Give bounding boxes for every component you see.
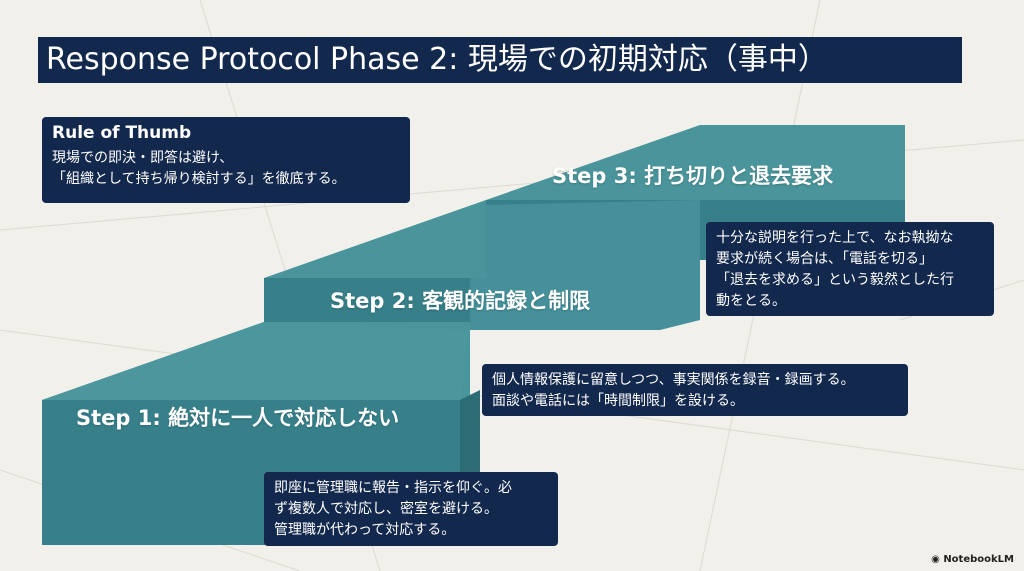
notebooklm-logo: ◉ NotebookLM [931, 554, 1014, 565]
step1-top-front [42, 322, 470, 400]
page-title: Response Protocol Phase 2: 現場での初期対応（事中） [38, 37, 962, 83]
desc-line: 「退去を求める」という毅然とした行 [716, 272, 954, 288]
step2-description: 個人情報保護に留意しつつ、事実関係を録音・録画する。 面談や電話には「時間制限」… [482, 364, 908, 416]
rule-line: 現場での即決・即答は避け、 [52, 150, 234, 166]
rule-heading: Rule of Thumb [52, 123, 192, 143]
rule-of-thumb-box: Rule of Thumb 現場での即決・即答は避け、 「組織として持ち帰り検討… [42, 117, 410, 203]
desc-line: ず複数人で対応し、密室を避ける。 [274, 501, 498, 517]
brand-text: NotebookLM [943, 554, 1014, 565]
step3-label: Step 3: 打ち切りと退去要求 [552, 164, 834, 188]
rule-line: 「組織として持ち帰り検討する」を徹底する。 [52, 171, 346, 187]
desc-line: 個人情報保護に留意しつつ、事実関係を録音・録画する。 [492, 372, 855, 388]
step2-label: Step 2: 客観的記録と制限 [330, 289, 591, 313]
step3-top [486, 125, 905, 200]
desc-line: 動をとる。 [716, 293, 786, 309]
desc-line: 管理職が代わって対応する。 [274, 522, 456, 538]
logo-icon: ◉ [931, 554, 944, 565]
desc-line: 即座に管理職に報告・指示を仰ぐ。必 [274, 480, 512, 496]
step2-top [264, 200, 486, 278]
step3-description: 十分な説明を行った上で、なお執拗な 要求が続く場合は、「電話を切る」 「退去を求… [706, 222, 994, 316]
step1-label: Step 1: 絶対に一人で対応しない [76, 406, 400, 430]
step1-description: 即座に管理職に報告・指示を仰ぐ。必 ず複数人で対応し、密室を避ける。 管理職が代… [264, 472, 558, 546]
desc-line: 面談や電話には「時間制限」を設ける。 [492, 393, 744, 409]
desc-line: 十分な説明を行った上で、なお執拗な [716, 230, 954, 246]
desc-line: 要求が続く場合は、「電話を切る」 [716, 251, 933, 267]
